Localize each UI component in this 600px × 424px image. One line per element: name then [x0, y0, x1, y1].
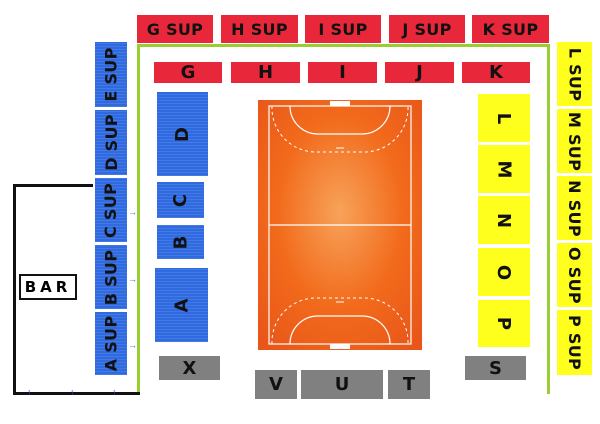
section-t[interactable]: T — [388, 370, 430, 399]
section-v[interactable]: V — [255, 370, 297, 399]
access-arrow-b: → — [128, 274, 137, 284]
section-o[interactable]: O — [478, 248, 530, 296]
section-g[interactable]: G — [154, 62, 222, 83]
entry-arrow-1: ↑ — [27, 387, 32, 397]
section-c-sup[interactable]: C SUP — [95, 178, 127, 242]
goal-top — [330, 101, 350, 106]
handball-court — [258, 100, 422, 350]
section-e-sup[interactable]: E SUP — [95, 42, 127, 107]
bar-wall-bottom — [13, 392, 140, 395]
section-d-sup[interactable]: D SUP — [95, 110, 127, 175]
section-k-sup[interactable]: K SUP — [472, 15, 549, 43]
section-l-sup[interactable]: L SUP — [557, 42, 592, 106]
access-arrow-a: → — [128, 340, 137, 350]
bar-wall-left — [13, 184, 16, 395]
entry-arrow-3: ↑ — [112, 387, 117, 397]
access-arrow-c: → — [128, 207, 137, 217]
section-i[interactable]: I — [308, 62, 377, 83]
section-o-sup[interactable]: O SUP — [557, 243, 592, 307]
section-d[interactable]: D — [157, 92, 208, 176]
section-l[interactable]: L — [478, 94, 530, 142]
section-b[interactable]: B — [157, 225, 204, 259]
entry-arrow-2: ↑ — [70, 387, 75, 397]
section-j[interactable]: J — [385, 62, 454, 83]
bar-wall-top — [13, 184, 93, 187]
section-h-sup[interactable]: H SUP — [221, 15, 298, 43]
section-p[interactable]: P — [478, 300, 530, 347]
section-x[interactable]: X — [159, 356, 220, 380]
section-g-sup[interactable]: G SUP — [137, 15, 213, 43]
section-c[interactable]: C — [157, 182, 204, 218]
section-h[interactable]: H — [231, 62, 300, 83]
section-j-sup[interactable]: J SUP — [389, 15, 465, 43]
section-n[interactable]: N — [478, 196, 530, 244]
venue-border-top — [137, 44, 550, 47]
section-b-sup[interactable]: B SUP — [95, 245, 127, 309]
section-m[interactable]: M — [478, 145, 530, 193]
venue-border-right — [547, 44, 550, 394]
section-k[interactable]: K — [462, 62, 530, 83]
section-a-sup[interactable]: A SUP — [95, 312, 127, 375]
section-m-sup[interactable]: M SUP — [557, 109, 592, 173]
section-s[interactable]: S — [465, 356, 526, 380]
venue-border-left — [137, 44, 140, 394]
goal-area-bottom — [289, 315, 391, 345]
section-u[interactable]: U — [301, 370, 383, 399]
section-i-sup[interactable]: I SUP — [305, 15, 381, 43]
goal-bottom — [330, 344, 350, 349]
section-a[interactable]: A — [155, 268, 208, 342]
section-p-sup[interactable]: P SUP — [557, 310, 592, 375]
section-n-sup[interactable]: N SUP — [557, 176, 592, 240]
goal-area-top — [289, 105, 391, 135]
bar-label: BAR — [19, 274, 77, 300]
